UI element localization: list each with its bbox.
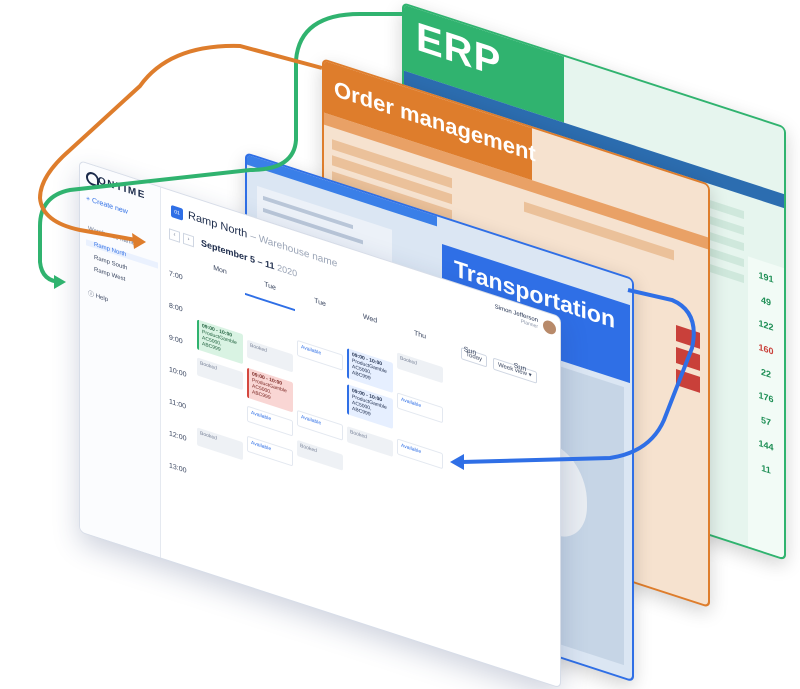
erp-title: ERP [416, 14, 502, 87]
available-slot[interactable]: Available [297, 339, 343, 371]
plus-icon: + [86, 195, 91, 204]
erp-arrow-head [54, 275, 66, 289]
time-label: 11:00 [169, 398, 186, 411]
avatar[interactable] [543, 318, 556, 336]
time-label: 12:00 [169, 430, 187, 443]
create-new-button[interactable]: + Create new [86, 195, 128, 216]
help-label: Help [95, 293, 109, 304]
available-slot[interactable]: Available [397, 438, 443, 470]
available-slot[interactable]: Available [297, 409, 343, 441]
day-column: Available Available Booked [295, 309, 345, 617]
booking-slot[interactable]: 09:00 - 10:00 ProductGamble AC5000, ABC9… [197, 319, 243, 365]
om-status-block [676, 347, 700, 371]
om-status-block [676, 369, 700, 393]
booking-slot[interactable]: 09:00 - 10:00 ProductGamble AC5000, ABC9… [247, 367, 293, 413]
erp-count: 160 [758, 341, 774, 357]
time-label: 7:00 [169, 270, 183, 282]
create-new-label: Create new [92, 197, 128, 216]
erp-count: 49 [760, 294, 771, 308]
ramp-title-text: Ramp North [188, 209, 248, 241]
user-info: Simon Jefferson Planner [495, 304, 538, 330]
help-icon: ⓘ [88, 290, 95, 299]
time-label: 8:00 [169, 302, 183, 314]
erp-count: 57 [760, 414, 771, 428]
day-column: Booked Available Available [395, 342, 445, 650]
erp-count: 176 [758, 389, 774, 405]
next-week-button[interactable]: › [183, 232, 194, 248]
sidebar: ONTIME + Create new Warehouse name Ramp … [80, 161, 161, 558]
erp-count: 11 [761, 462, 771, 476]
prev-week-button[interactable]: ‹ [169, 228, 180, 243]
booked-slot[interactable]: Booked [197, 427, 243, 461]
day-column: 09:00 - 10:00 ProductGamble AC5000, ABC9… [195, 277, 245, 585]
ramp-badge: 01 [171, 204, 183, 221]
help-link[interactable]: ⓘ Help [88, 288, 108, 304]
erp-count: 122 [758, 317, 774, 333]
booked-slot[interactable]: Booked [397, 352, 443, 384]
date-range-year: 2020 [277, 262, 298, 279]
available-slot[interactable]: Available [247, 435, 293, 467]
erp-count: 144 [758, 437, 774, 453]
available-slot[interactable]: Available [397, 392, 443, 424]
erp-side-column: 191 49 122 160 22 176 57 144 11 [748, 256, 784, 559]
time-label: 10:00 [169, 366, 187, 379]
booked-slot[interactable]: Booked [347, 426, 393, 458]
erp-count: 191 [758, 269, 774, 285]
time-label: 9:00 [169, 334, 183, 346]
ontime-logo: ONTIME [98, 175, 146, 202]
booked-slot[interactable]: Booked [247, 339, 293, 373]
day-column: Booked 09:00 - 10:00 ProductGamble AC500… [245, 292, 295, 602]
erp-count: 22 [760, 366, 771, 380]
time-label: 13:00 [169, 462, 187, 475]
om-status-block [676, 325, 700, 349]
day-column: 09:00 - 10:00 ProductGamble AC5000, ABC9… [345, 325, 395, 633]
booked-slot[interactable]: Booked [297, 439, 343, 471]
